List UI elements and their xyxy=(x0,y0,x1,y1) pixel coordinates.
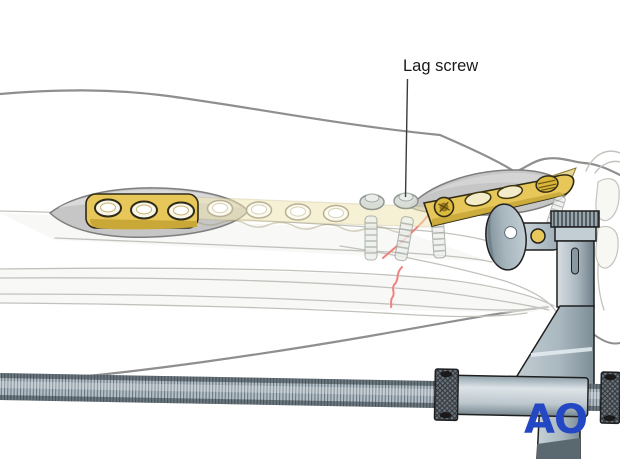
annotation: Lag screw xyxy=(403,57,478,198)
tip-screw-head xyxy=(535,175,559,193)
turn-knob-disk xyxy=(485,203,527,271)
lag-screw-label: Lag screw xyxy=(403,57,478,75)
plate-head-holes xyxy=(94,198,195,221)
lag-screw-pointer-line xyxy=(404,78,409,198)
post-flange xyxy=(554,226,597,242)
plate-head-proximal xyxy=(85,193,199,230)
screw-head xyxy=(359,193,385,211)
wrist-contour xyxy=(591,332,620,345)
arm-gold-screw xyxy=(530,228,546,244)
knurled-cap xyxy=(550,210,600,228)
plate-distal-hole xyxy=(464,191,492,207)
bracket-foot-shade xyxy=(537,438,580,459)
threaded-rod-assembly xyxy=(0,368,620,425)
plate-head-edge xyxy=(90,219,197,230)
locking-screw-head xyxy=(433,196,455,218)
post-slot xyxy=(571,247,579,275)
bracket-highlight xyxy=(530,347,593,357)
plate-distal-hole xyxy=(496,184,524,200)
ao-logo: AO xyxy=(524,397,587,443)
soft-tissue-right-highlight xyxy=(420,172,564,200)
bone-outlines xyxy=(0,210,605,318)
hand-outline xyxy=(585,150,620,174)
arm-bottom-contour xyxy=(53,305,550,381)
screw-shaft xyxy=(364,215,378,261)
knurled-nut-left xyxy=(433,368,460,422)
plate-empty-holes xyxy=(206,199,350,223)
arm-top-contour xyxy=(0,89,620,177)
knurled-nut-right xyxy=(599,371,620,425)
shaft-screw-heads xyxy=(359,192,419,211)
ulna-shaft xyxy=(0,269,554,313)
